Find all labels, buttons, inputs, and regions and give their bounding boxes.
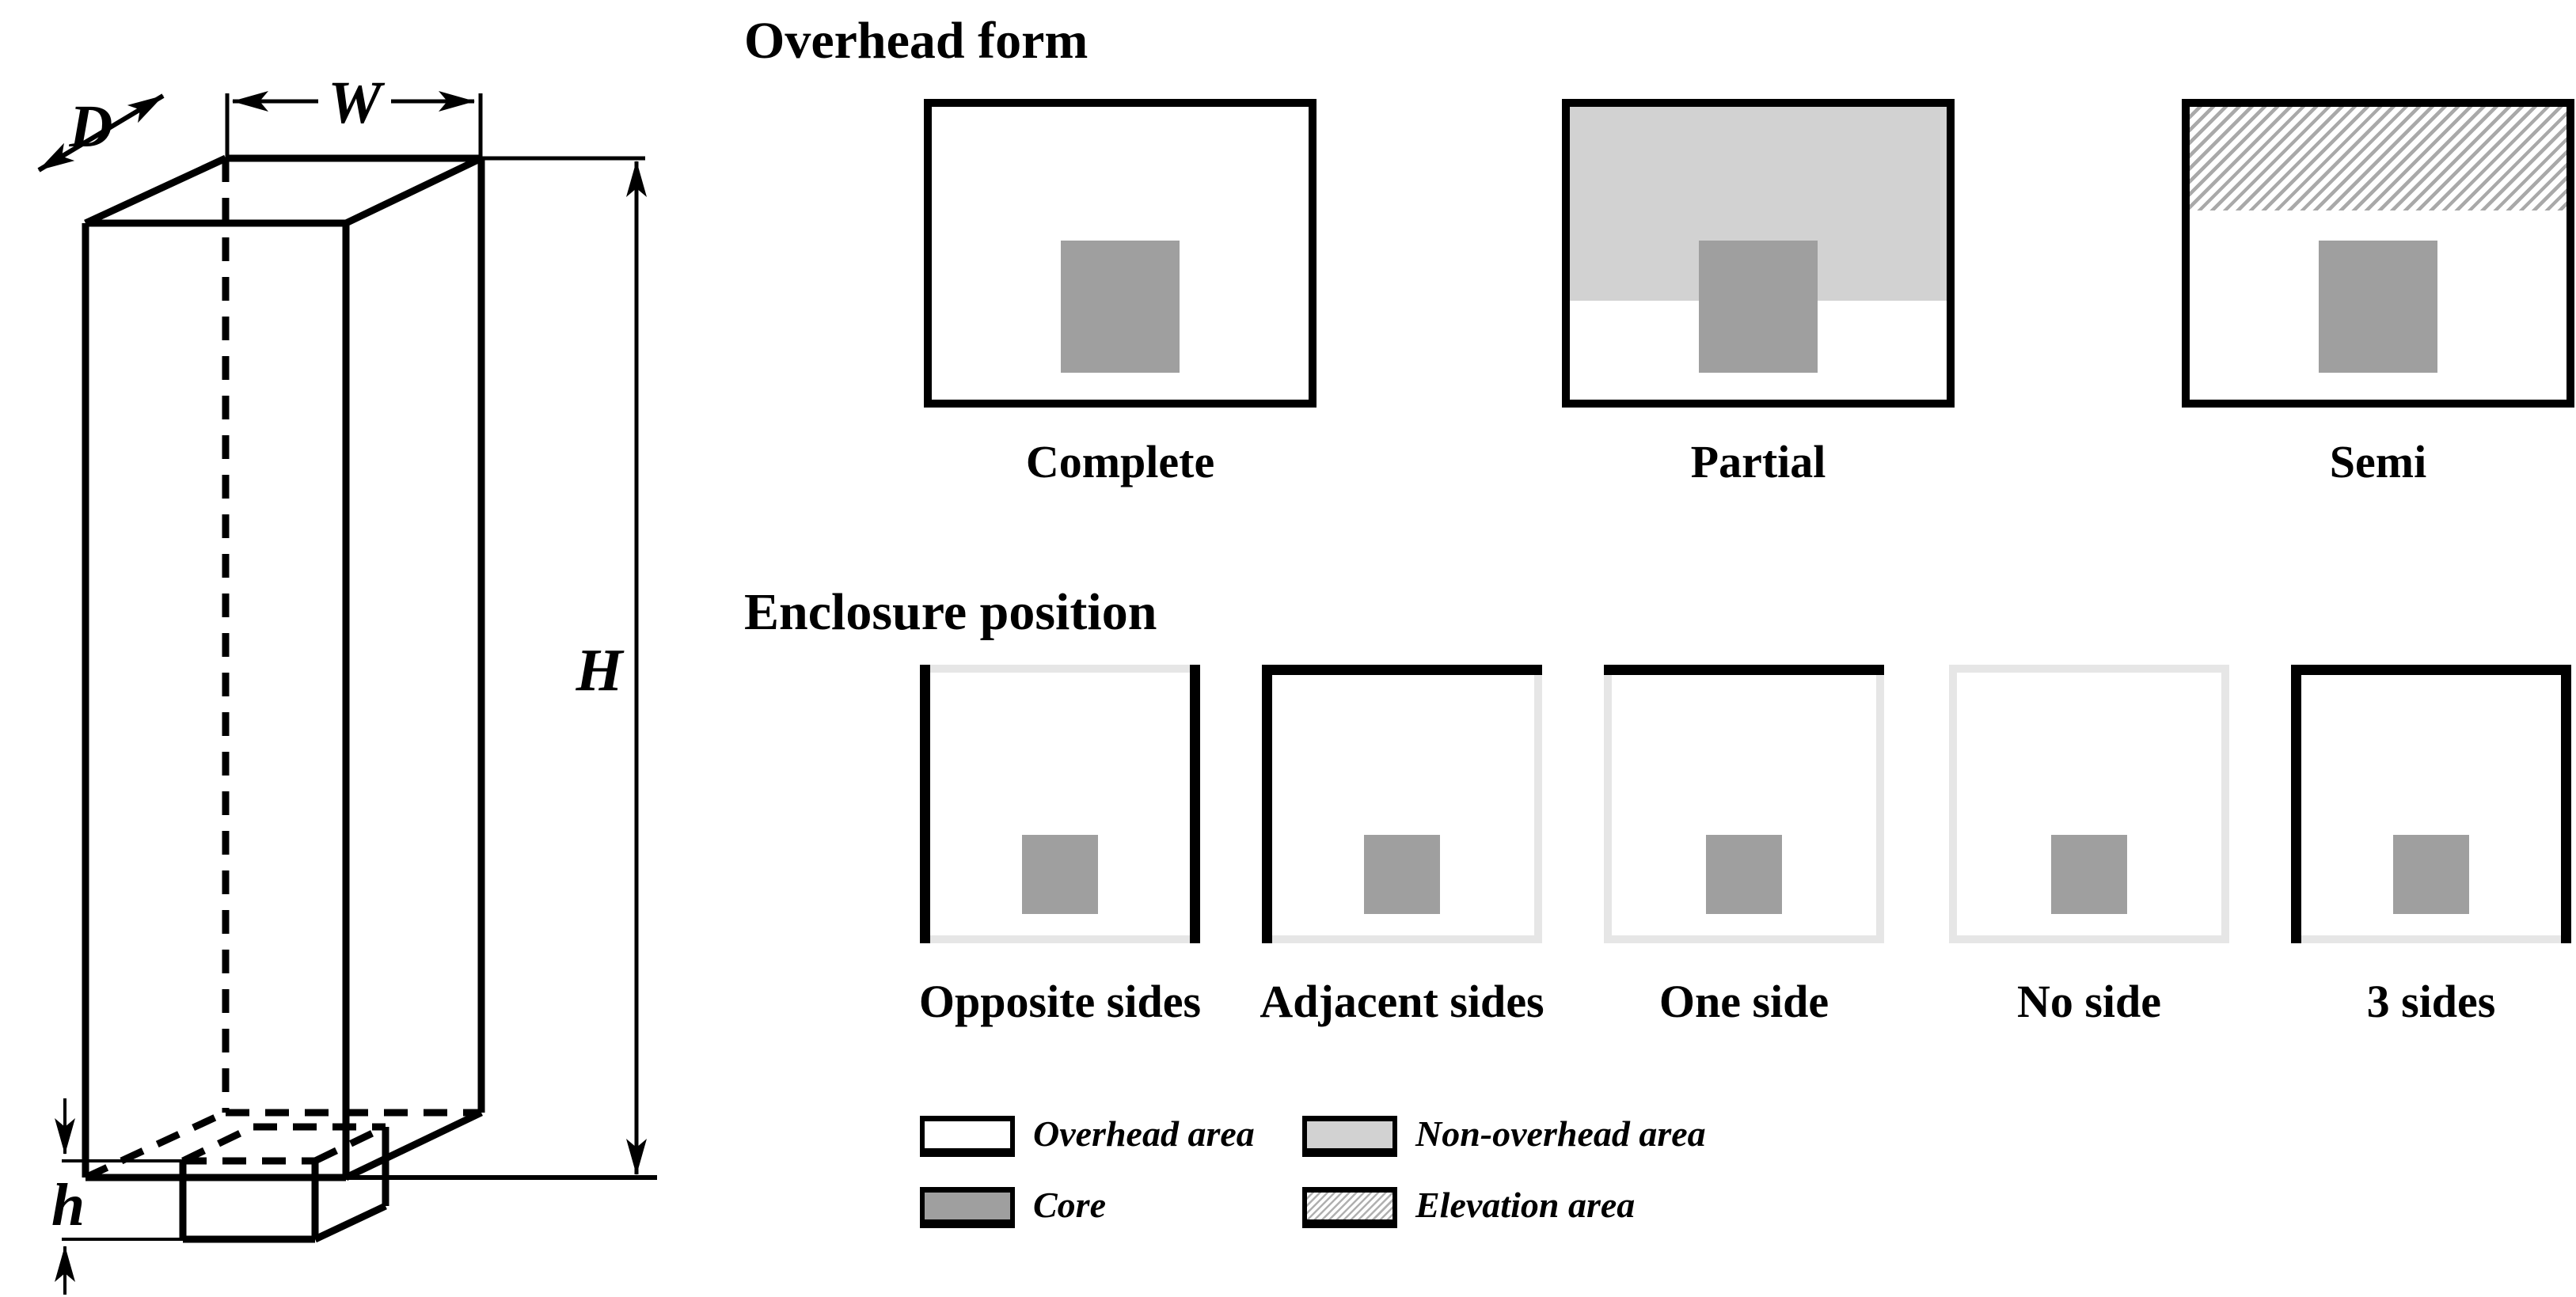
open-side-bottom bbox=[1262, 935, 1542, 943]
overhead-area-label: Overhead area bbox=[1033, 1113, 1255, 1154]
non-overhead-area-swatch bbox=[1302, 1116, 1397, 1157]
open-side-left bbox=[1604, 665, 1612, 943]
non-overhead-area-label: Non-overhead area bbox=[1415, 1113, 1706, 1154]
enclosed-side-right bbox=[2561, 665, 2571, 943]
overhead-form-complete-diagram bbox=[924, 99, 1316, 408]
enclosed-side-right bbox=[1190, 665, 1200, 943]
label-3-sides: 3 sides bbox=[2366, 976, 2496, 1027]
core-base-edges bbox=[179, 1127, 389, 1243]
overhead-form-semi-diagram bbox=[2182, 99, 2574, 408]
core-marker bbox=[2393, 835, 2469, 914]
enclosure-adjacent-sides-diagram bbox=[1262, 665, 1542, 943]
open-side-top bbox=[920, 665, 1200, 673]
core-marker bbox=[2319, 241, 2437, 373]
label-semi: Semi bbox=[2329, 436, 2427, 487]
label-complete: Complete bbox=[1025, 436, 1215, 487]
core-marker bbox=[1061, 241, 1180, 373]
elevation-band bbox=[2190, 107, 2567, 210]
height-dimension-label: H bbox=[575, 637, 625, 703]
depth-dimension-arrow bbox=[37, 93, 165, 173]
core-marker bbox=[1364, 835, 1440, 914]
building-edges bbox=[82, 154, 485, 1181]
enclosure-3-sides-diagram bbox=[2291, 665, 2571, 943]
open-side-left bbox=[1949, 665, 1957, 943]
open-side-right bbox=[1534, 665, 1542, 943]
bottom-right-edge bbox=[344, 1109, 483, 1181]
enclosed-side-top bbox=[2291, 665, 2571, 675]
label-opposite-sides: Opposite sides bbox=[918, 976, 1202, 1027]
core-marker bbox=[1022, 835, 1098, 914]
overhead-form-partial-diagram bbox=[1562, 99, 1955, 408]
label-adjacent-sides: Adjacent sides bbox=[1260, 976, 1544, 1027]
core-top-left-edge bbox=[181, 1123, 255, 1165]
core-top-right-edge bbox=[313, 1123, 387, 1165]
open-side-bottom bbox=[920, 935, 1200, 943]
enclosed-side-left bbox=[920, 665, 930, 943]
enclosure-no-side-diagram bbox=[1949, 665, 2229, 943]
open-side-top bbox=[1949, 665, 2229, 673]
core-swatch bbox=[920, 1187, 1015, 1228]
overhead-form-title: Overhead form bbox=[744, 12, 1089, 70]
core-label: Core bbox=[1033, 1185, 1106, 1225]
core-marker bbox=[1699, 241, 1818, 373]
open-side-bottom bbox=[1949, 935, 2229, 943]
elevation-area-label: Elevation area bbox=[1415, 1185, 1636, 1225]
enclosed-side-top bbox=[1262, 665, 1542, 675]
enclosed-side-top bbox=[1604, 665, 1884, 675]
enclosed-side-left bbox=[2291, 665, 2301, 943]
elevation-area-swatch bbox=[1302, 1187, 1397, 1228]
open-side-bottom bbox=[1604, 935, 1884, 943]
open-side-bottom bbox=[2291, 935, 2571, 943]
label-one-side: One side bbox=[1658, 976, 1829, 1027]
enclosure-position-title: Enclosure position bbox=[744, 583, 1157, 641]
depth-dimension-label: D bbox=[69, 93, 113, 160]
top-right-edge bbox=[344, 154, 483, 227]
core-marker bbox=[1706, 835, 1782, 914]
building-3d-wireframe: D W H h bbox=[37, 70, 657, 1295]
width-dimension-label: W bbox=[328, 70, 386, 136]
core-bottom-right-edge bbox=[313, 1202, 387, 1243]
core-marker bbox=[2051, 835, 2127, 914]
hidden-edges bbox=[84, 158, 481, 1181]
bottom-left-edge bbox=[84, 1109, 227, 1181]
label-no-side: No side bbox=[2016, 976, 2162, 1027]
dimension-lines bbox=[37, 91, 657, 1295]
open-side-right bbox=[1876, 665, 1884, 943]
open-side-right bbox=[2221, 665, 2229, 943]
enclosure-one-side-diagram bbox=[1604, 665, 1884, 943]
enclosed-side-left bbox=[1262, 665, 1272, 943]
overhead-area-swatch bbox=[920, 1116, 1015, 1157]
top-left-edge bbox=[84, 154, 227, 227]
enclosure-opposite-sides-diagram bbox=[920, 665, 1200, 943]
width-label-backplate bbox=[318, 76, 391, 128]
label-partial: Partial bbox=[1690, 436, 1826, 487]
overhead-height-dimension-label: h bbox=[51, 1172, 85, 1238]
